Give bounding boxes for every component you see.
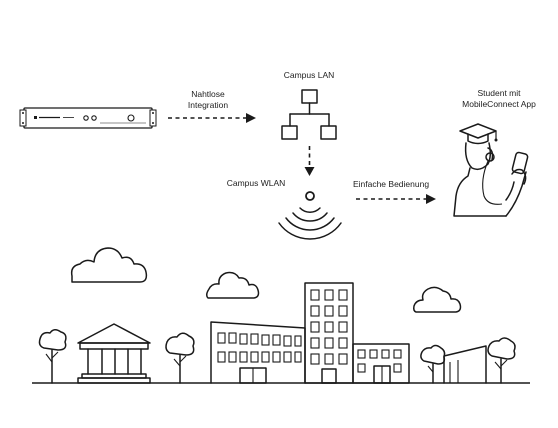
campus-building-left — [210, 321, 306, 384]
cloud-1 — [70, 247, 148, 283]
cloud-2 — [205, 271, 260, 299]
university-building — [77, 323, 151, 384]
tree-2 — [165, 332, 195, 384]
seamless-integration-label-2: Integration — [188, 100, 228, 110]
wifi-icon — [278, 191, 342, 240]
network-icon — [281, 89, 337, 140]
tree-3 — [420, 344, 446, 384]
tree-1 — [38, 329, 67, 384]
campus-lan-label: Campus LAN — [284, 70, 335, 80]
cloud-3 — [413, 286, 462, 313]
campus-building-slanted — [443, 345, 487, 384]
student-label-2: MobileConnect App — [462, 99, 536, 109]
arrow-easy-operation — [356, 194, 436, 204]
campus-tower — [304, 282, 354, 384]
campus-wlan-label: Campus WLAN — [227, 178, 286, 188]
student-label-1: Student mit — [478, 88, 522, 98]
arrow-lan-to-wlan — [304, 146, 315, 176]
server-icon — [19, 107, 157, 129]
easy-operation-label: Einfache Bedienung — [353, 179, 429, 189]
arrow-integration — [168, 113, 256, 123]
seamless-integration-label-1: Nahtlose — [191, 89, 225, 99]
student-icon — [453, 123, 529, 217]
tree-4 — [487, 337, 516, 384]
campus-building-right — [352, 343, 410, 384]
